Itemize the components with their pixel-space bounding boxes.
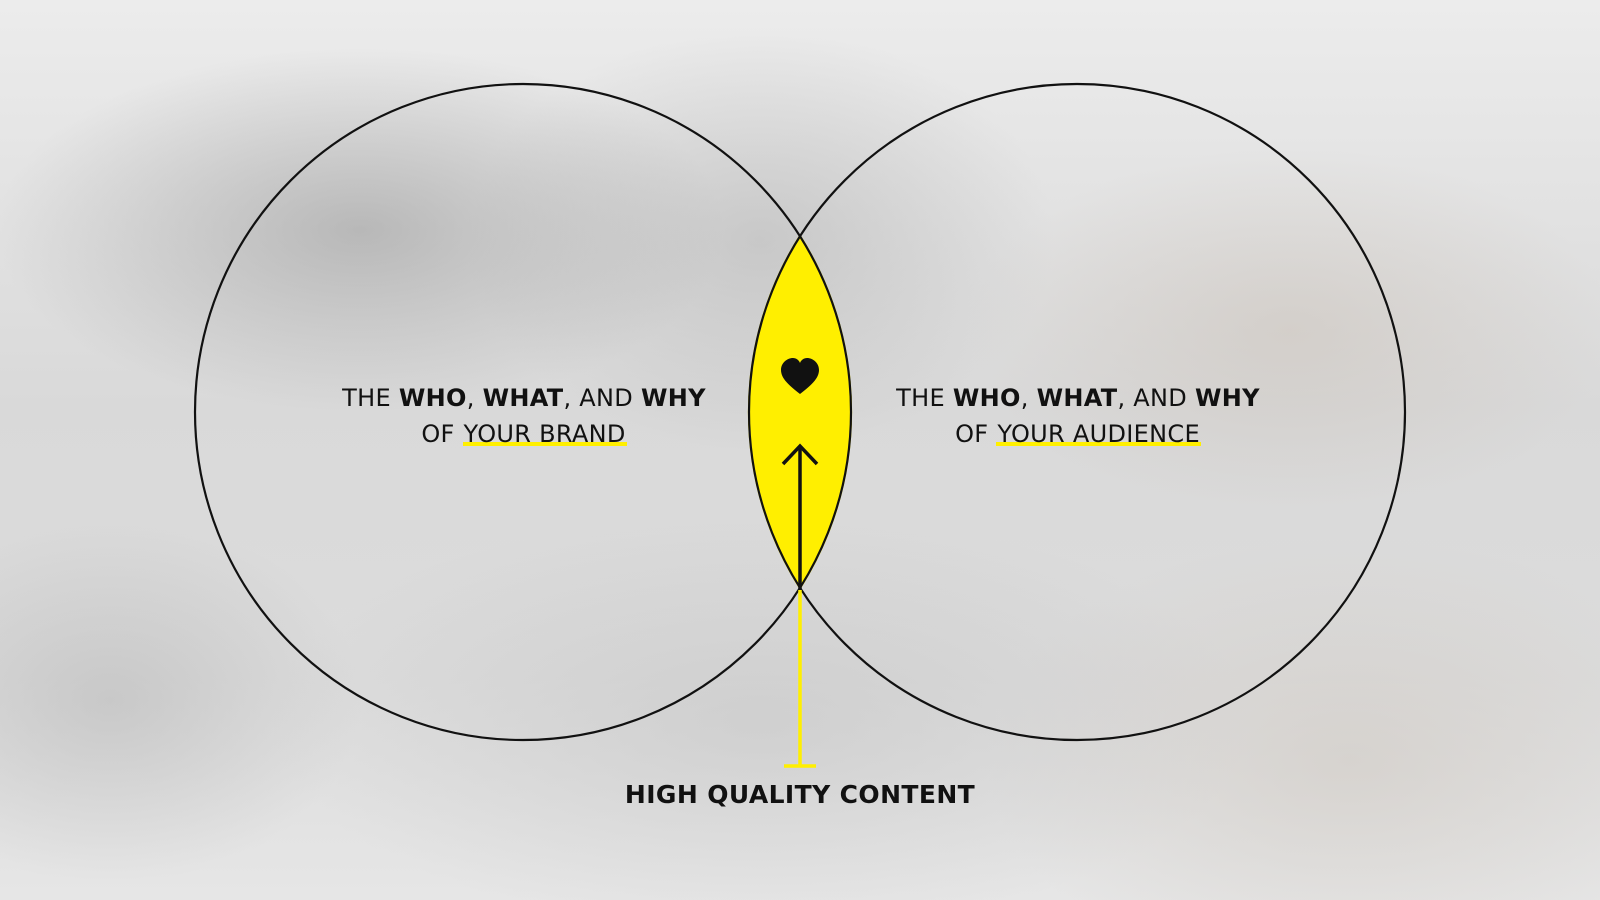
left-circle: [193, 82, 853, 742]
brand-caption-line-1: THE WHO, WHAT, AND WHY: [342, 384, 706, 412]
brand-subject-highlight: YOUR BRAND: [462, 420, 627, 448]
why-label: WHY: [1195, 384, 1260, 412]
who-label: WHO: [398, 384, 467, 412]
audience-caption-line-2: OF YOUR AUDIENCE: [955, 420, 1201, 448]
brand-caption: THE WHO, WHAT, AND WHY OF YOUR BRAND: [314, 380, 734, 452]
high-quality-content-label: HIGH QUALITY CONTENT: [624, 780, 976, 809]
brand-caption-line-2: OF YOUR BRAND: [421, 420, 627, 448]
audience-caption-line-1: THE WHO, WHAT, AND WHY: [896, 384, 1260, 412]
heart-icon: [781, 358, 819, 394]
pointer-stem: [784, 590, 816, 768]
arrow-up-icon: [781, 443, 819, 590]
audience-subject-highlight: YOUR AUDIENCE: [996, 420, 1201, 448]
audience-caption: THE WHO, WHAT, AND WHY OF YOUR AUDIENCE: [868, 380, 1288, 452]
what-label: WHAT: [482, 384, 564, 412]
overlap-region: [747, 234, 853, 590]
right-circle: [747, 82, 1407, 742]
why-label: WHY: [641, 384, 706, 412]
what-label: WHAT: [1036, 384, 1118, 412]
who-label: WHO: [952, 384, 1021, 412]
